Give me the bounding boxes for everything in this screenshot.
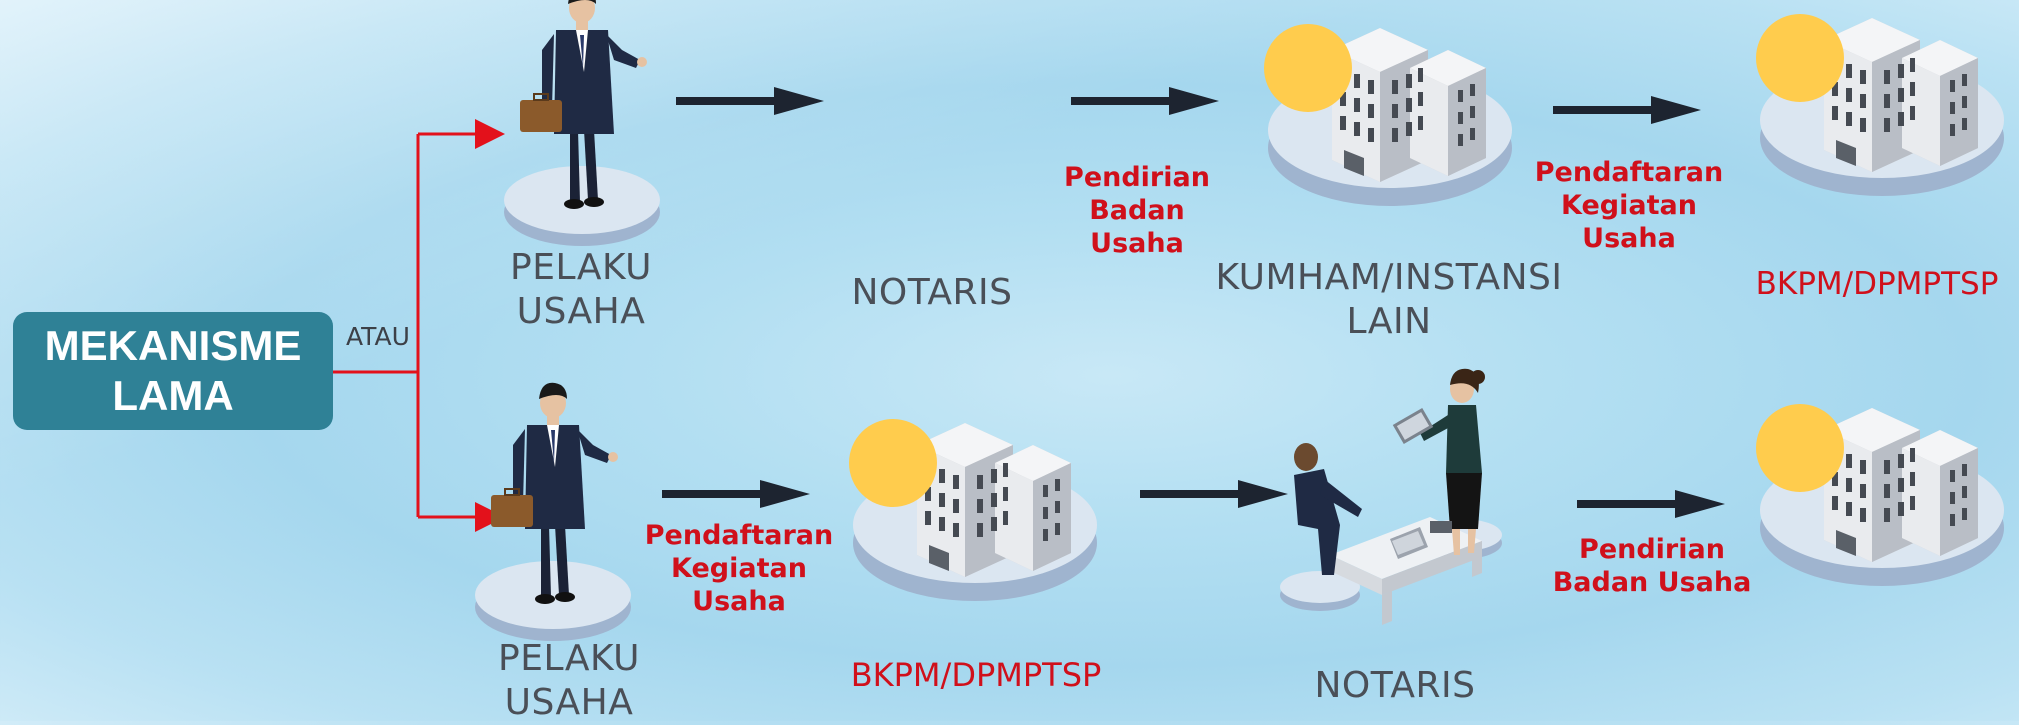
mechanism-title: MEKANISME LAMA xyxy=(44,321,302,419)
branch-connector xyxy=(333,119,505,532)
bottom-actor-label: PELAKU USAHA xyxy=(498,638,640,723)
top-kumham-label: KUMHAM/INSTANSI LAIN xyxy=(1215,257,1563,342)
top-notaris-label: NOTARIS xyxy=(851,272,1013,313)
bottom-step2-label: Pendirian Badan Usaha xyxy=(1552,534,1752,598)
top-actor-label: PELAKU USAHA xyxy=(510,247,652,332)
bottom-notaris-label: NOTARIS xyxy=(1314,665,1476,706)
bottom-step1-label: Pendaftaran Kegiatan Usaha xyxy=(644,520,834,617)
branch-label: ATAU xyxy=(346,322,410,351)
top-step2-label: Pendaftaran Kegiatan Usaha xyxy=(1534,157,1724,254)
bottom-bkpm-label: BKPM/DPMPTSP xyxy=(850,656,1102,694)
mechanism-box: MEKANISME LAMA xyxy=(13,312,333,430)
top-step1-label: Pendirian Badan Usaha xyxy=(1064,162,1210,259)
top-bkpm-label: BKPM/DPMPTSP xyxy=(1755,266,1999,302)
